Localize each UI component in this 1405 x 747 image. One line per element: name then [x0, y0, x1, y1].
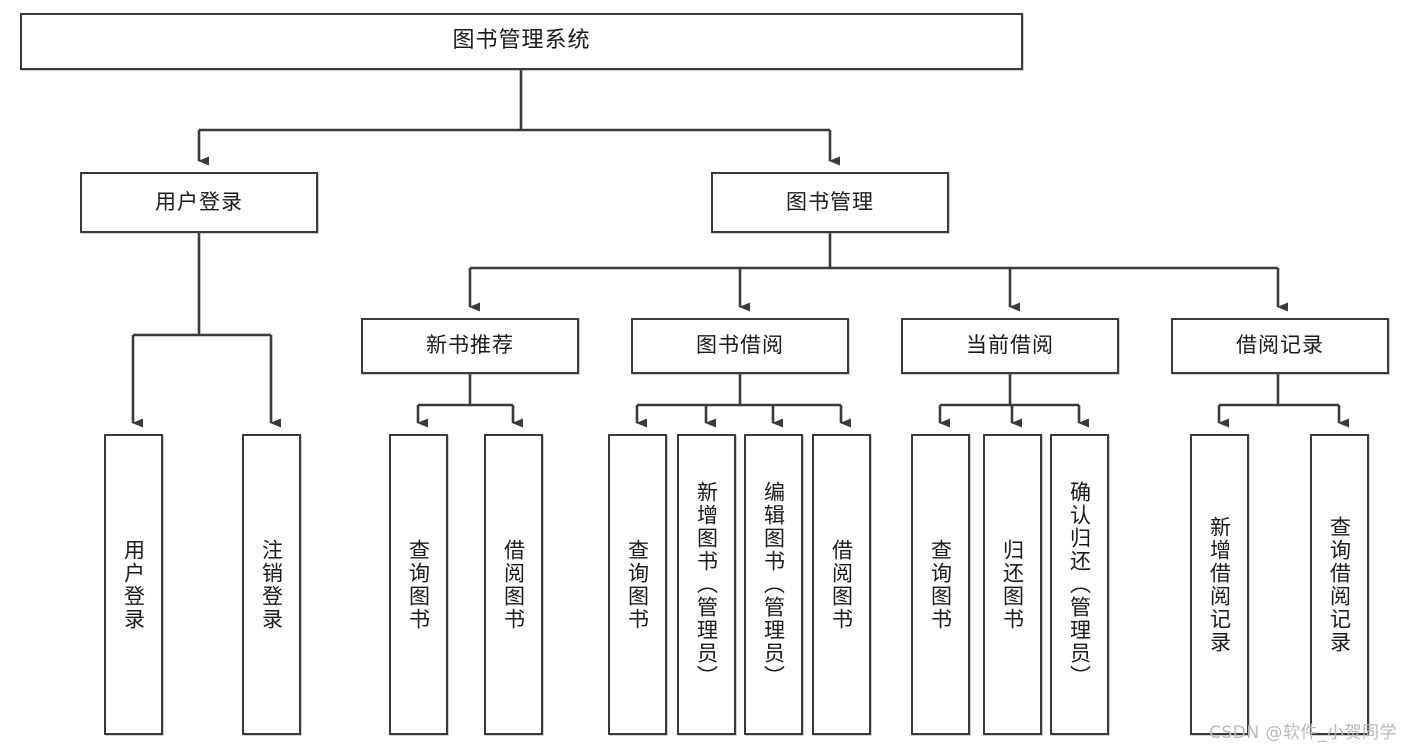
node-label: 图书管理	[786, 189, 874, 214]
node-label: 查询图书	[928, 538, 953, 631]
node-leaf-edit-book-admin[interactable]: 编辑图书（管理员）	[744, 434, 803, 735]
node-leaf-query-books-borrow[interactable]: 查询图书	[608, 434, 667, 735]
node-leaf-query-books-current[interactable]: 查询图书	[911, 434, 970, 735]
node-root-system[interactable]: 图书管理系统	[20, 13, 1023, 70]
node-label: 用户登录	[121, 538, 146, 631]
node-label: 图书管理系统	[452, 28, 591, 54]
node-label: 借阅图书	[501, 538, 526, 631]
node-label: 查询图书	[406, 538, 431, 631]
node-leaf-query-borrow-record[interactable]: 查询借阅记录	[1310, 434, 1369, 735]
node-label: 借阅记录	[1236, 333, 1324, 358]
node-level2-new-book-recommend[interactable]: 新书推荐	[361, 318, 579, 374]
node-leaf-query-books-recommend[interactable]: 查询图书	[389, 434, 448, 735]
node-level1-book-management[interactable]: 图书管理	[711, 172, 949, 233]
node-label: 新书推荐	[426, 333, 514, 358]
node-label: 确认归还（管理员）	[1067, 481, 1092, 688]
node-leaf-logout[interactable]: 注销登录	[242, 434, 301, 735]
node-leaf-confirm-return-admin[interactable]: 确认归还（管理员）	[1050, 434, 1109, 735]
node-label: 归还图书	[1000, 538, 1025, 631]
node-label: 用户登录	[155, 189, 243, 214]
node-label: 借阅图书	[829, 538, 854, 631]
node-leaf-add-book-admin[interactable]: 新增图书（管理员）	[677, 434, 736, 735]
node-leaf-return-book[interactable]: 归还图书	[983, 434, 1042, 735]
node-label: 查询图书	[625, 538, 650, 631]
node-leaf-borrow-book[interactable]: 借阅图书	[812, 434, 871, 735]
node-level2-book-borrow[interactable]: 图书借阅	[631, 318, 849, 374]
node-label: 注销登录	[259, 538, 284, 631]
node-label: 图书借阅	[696, 333, 784, 358]
node-label: 当前借阅	[966, 333, 1054, 358]
node-leaf-user-login[interactable]: 用户登录	[104, 434, 163, 735]
node-leaf-add-borrow-record[interactable]: 新增借阅记录	[1190, 434, 1249, 735]
watermark-text: CSDN @软件_小贺同学	[1209, 723, 1397, 743]
node-label: 新增借阅记录	[1207, 515, 1232, 654]
node-level2-borrow-records[interactable]: 借阅记录	[1171, 318, 1389, 374]
node-leaf-borrow-books-recommend[interactable]: 借阅图书	[484, 434, 543, 735]
node-level1-user-login[interactable]: 用户登录	[80, 172, 318, 233]
node-label: 新增图书（管理员）	[694, 481, 719, 688]
node-label: 编辑图书（管理员）	[761, 481, 786, 688]
node-level2-current-borrow[interactable]: 当前借阅	[901, 318, 1119, 374]
node-label: 查询借阅记录	[1327, 515, 1352, 654]
